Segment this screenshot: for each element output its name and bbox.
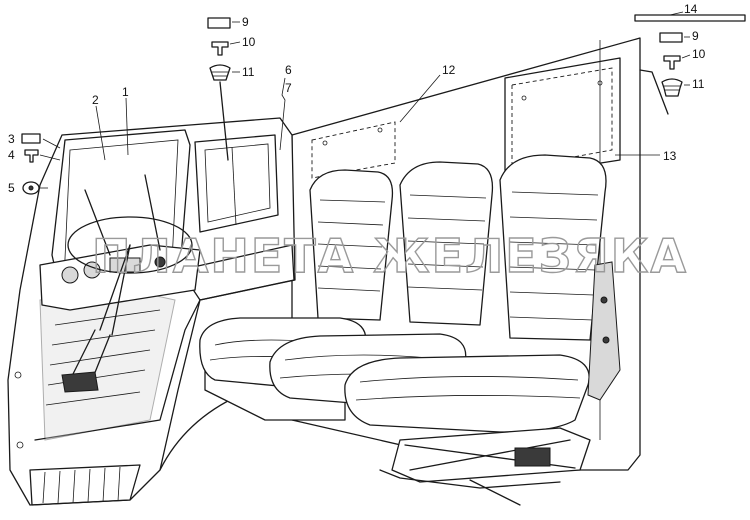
callout-5: 5 (8, 181, 15, 195)
callout-9-center: 9 (242, 15, 249, 29)
seat-suspension (379, 427, 591, 506)
watermark-text: ПЛАНЕТА ЖЕЛЕЗЯКА (92, 229, 688, 283)
callout-labels: 2 1 3 4 5 6 7 9 10 11 12 13 14 9 10 11 (8, 2, 706, 195)
fastener-set-center (207, 17, 231, 161)
callout-13: 13 (663, 149, 677, 163)
seat-right (344, 154, 621, 433)
callout-9-right: 9 (692, 29, 699, 43)
callout-7: 7 (285, 81, 292, 95)
callout-10-right: 10 (692, 47, 706, 61)
callout-14: 14 (684, 2, 698, 16)
callout-1: 1 (122, 85, 129, 99)
callout-11-right: 11 (692, 77, 705, 91)
trim-strip (634, 14, 746, 22)
callout-2: 2 (92, 93, 99, 107)
callout-6: 6 (285, 63, 292, 77)
wipers (84, 174, 161, 256)
leader-lines (39, 11, 691, 189)
callout-11-center: 11 (242, 65, 255, 79)
cab-shell (7, 117, 301, 506)
fastener-set-right (639, 32, 683, 115)
callout-3: 3 (8, 132, 15, 146)
trim-panel-left (311, 121, 396, 179)
callout-12: 12 (442, 63, 456, 77)
callout-4: 4 (8, 148, 15, 162)
fastener-set-left (21, 133, 41, 195)
trim-panel-right (504, 57, 621, 179)
callout-10-center: 10 (242, 35, 256, 49)
steering-wheel (61, 216, 193, 393)
